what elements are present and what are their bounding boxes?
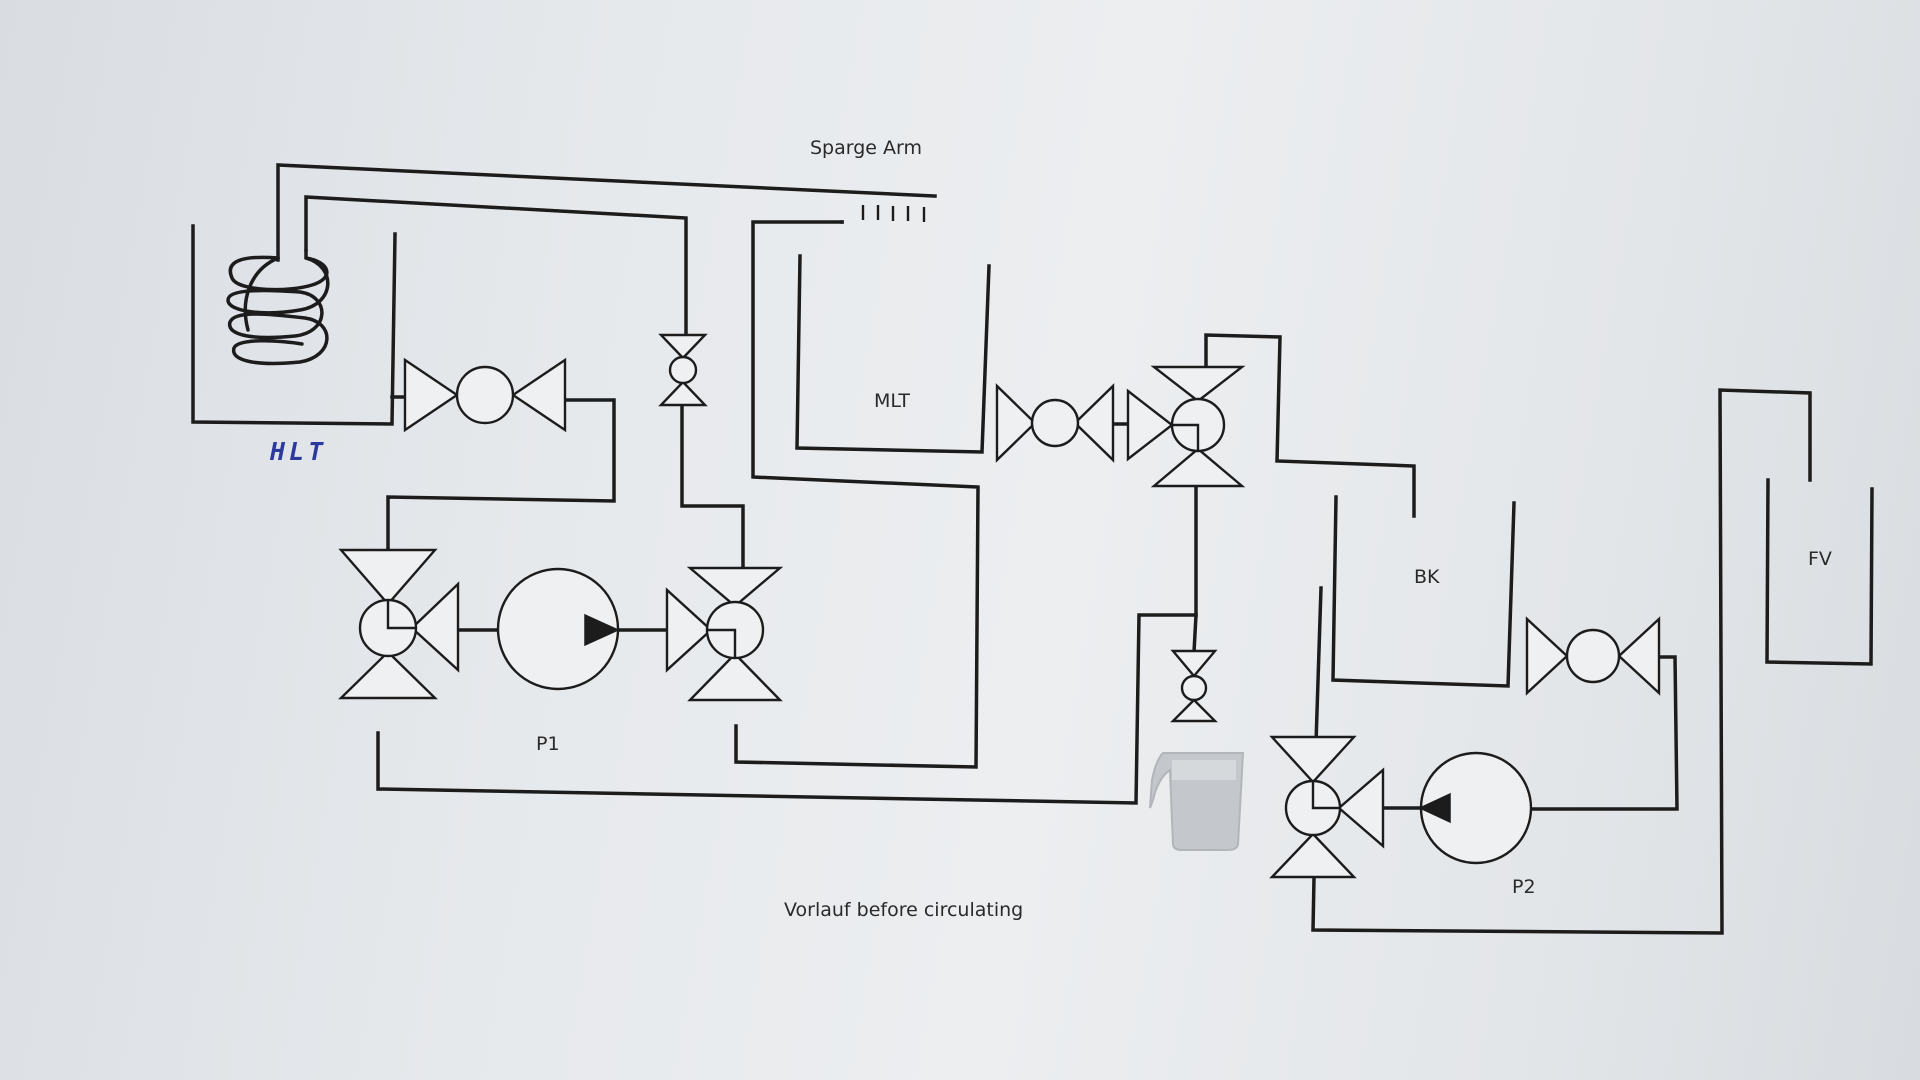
pump-icon — [496, 567, 620, 691]
mlt-outlet-valve[interactable] — [995, 383, 1115, 463]
sparge-bypass-valve[interactable] — [658, 333, 708, 407]
mlt-diverter-three-way-valve[interactable] — [1126, 365, 1246, 488]
three-way-valve-icon — [665, 566, 784, 702]
measuring-jug-icon — [1149, 752, 1245, 851]
mlt-tank — [795, 254, 991, 454]
pipe-centre-valve-to-bk — [1204, 333, 1416, 518]
bk-outlet-valve[interactable] — [1525, 616, 1661, 696]
caption: Vorlauf before circulating — [784, 899, 1023, 921]
pipe-hlt-valve-to-p1-valve — [386, 398, 616, 554]
bk-tank — [1331, 495, 1516, 688]
hlt-outlet-valve[interactable] — [403, 357, 567, 433]
pipe-bk-valve-to-p2 — [1530, 655, 1679, 811]
pipe-centre-valve-to-vorlauf — [1192, 613, 1198, 654]
three-way-valve-icon — [1126, 365, 1246, 488]
pump-p1[interactable] — [496, 567, 620, 691]
label-mlt: MLT — [874, 390, 910, 412]
two-way-valve-icon — [995, 383, 1115, 463]
pipe-bk-outlet-down — [1314, 586, 1323, 745]
pump-p2[interactable] — [1418, 751, 1533, 865]
label-p2: P2 — [1512, 876, 1536, 898]
pipe-hlt-coil-outlet — [304, 195, 688, 339]
three-way-valve-icon — [1269, 735, 1385, 879]
label-hlt: HLT — [269, 437, 327, 466]
vorlauf-drain-valve[interactable] — [1170, 649, 1218, 723]
p1-outlet-three-way-valve[interactable] — [665, 566, 784, 702]
pipe-p1-bottom-return — [376, 458, 1198, 805]
two-way-valve-icon — [403, 357, 567, 433]
pipe-top-valve-down — [680, 403, 745, 572]
hlt-tank — [191, 224, 397, 426]
two-way-valve-icon — [1170, 649, 1218, 723]
label-bk: BK — [1414, 566, 1440, 588]
label-fv: FV — [1808, 548, 1832, 570]
fv-tank — [1765, 478, 1874, 666]
two-way-valve-icon — [658, 333, 708, 407]
label-sparge-arm: Sparge Arm — [810, 137, 922, 159]
p2-three-way-valve[interactable] — [1269, 735, 1385, 879]
p1-inlet-three-way-valve[interactable] — [338, 548, 460, 700]
pump-icon — [1418, 751, 1533, 865]
pipe-sparge-to-mlt-return — [734, 220, 980, 769]
pipes — [276, 163, 1812, 935]
hlt-coil-icon — [226, 248, 330, 366]
two-way-valve-icon — [1525, 616, 1661, 696]
label-p1: P1 — [536, 733, 560, 755]
three-way-valve-icon — [338, 548, 460, 700]
sparge-arm — [840, 205, 926, 224]
pipe-p2-valve-bottom-to-fv — [1311, 388, 1812, 935]
pipe-hlt-coil-to-sparge-arm — [276, 163, 937, 262]
